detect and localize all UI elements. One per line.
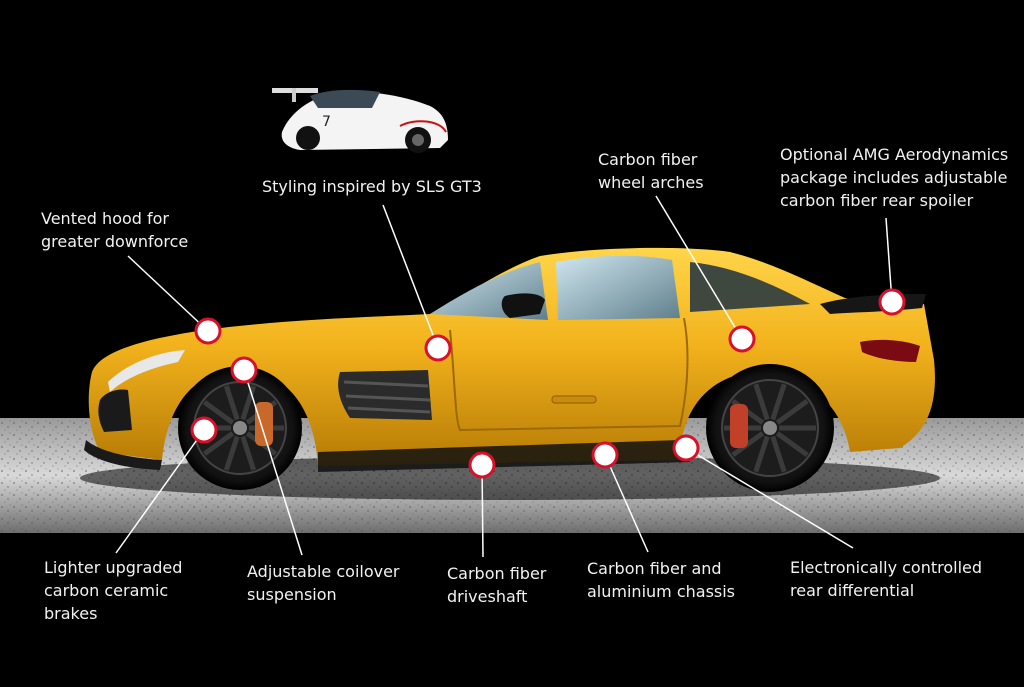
label-driveshaft: Carbon fiber driveshaft <box>447 564 547 606</box>
wheel-spoke <box>224 435 240 471</box>
wheel-spoke <box>731 431 765 458</box>
wheel-spoke <box>202 431 235 456</box>
label-differential: Electronically controlled rear different… <box>790 558 983 600</box>
label-chassis: Carbon fiber and aluminium chassis <box>587 559 736 601</box>
leader-line-suspension <box>243 369 303 556</box>
wheel-spoke <box>770 435 787 473</box>
marker-suspension <box>230 356 258 384</box>
marker-hood <box>194 317 222 345</box>
marker-chassis <box>591 441 619 469</box>
marker-wheel-arches <box>728 325 756 353</box>
label-wheel-arches: Carbon fiber wheel arches <box>598 150 704 192</box>
leader-line-hood <box>127 255 209 332</box>
leader-line-brakes <box>115 429 205 554</box>
wheel-spoke <box>240 435 256 471</box>
leader-line-styling <box>382 204 439 349</box>
marker-differential <box>672 434 700 462</box>
leader-line-spoiler <box>885 217 893 303</box>
leader-lines <box>115 195 893 558</box>
marker-driveshaft <box>468 451 496 479</box>
marker-styling <box>424 334 452 362</box>
marker-spoiler <box>878 288 906 316</box>
inset-car-number: 7 <box>322 114 331 130</box>
label-brakes: Lighter upgraded carbon ceramic brakes <box>44 558 183 623</box>
marker-brakes <box>190 416 218 444</box>
leader-line-driveshaft <box>481 464 484 558</box>
front-wheel <box>178 366 302 490</box>
label-hood: Vented hood for greater downforce <box>41 209 189 251</box>
wheel-spoke <box>240 385 256 421</box>
leader-line-wheel-arches <box>655 195 743 340</box>
callout-markers <box>190 288 906 479</box>
wheel-spoke <box>770 383 787 421</box>
label-styling: Styling inspired by SLS GT3 <box>262 177 482 196</box>
wheel-spoke <box>202 400 235 425</box>
leader-line-chassis <box>604 454 649 553</box>
rear-wheel <box>706 364 834 492</box>
wheel-spoke <box>775 398 809 425</box>
label-spoiler: Optional AMG Aerodynamics package includ… <box>780 145 1009 210</box>
leader-line-differential <box>685 447 854 549</box>
wheel-spoke <box>224 385 240 421</box>
race-car-gt3-icon: 7 <box>272 88 448 153</box>
wheel-spoke <box>775 431 809 458</box>
wheel-spoke <box>753 435 770 473</box>
car-body <box>84 247 935 472</box>
label-suspension: Adjustable coilover suspension <box>247 562 400 604</box>
wheel-spoke <box>753 383 770 421</box>
